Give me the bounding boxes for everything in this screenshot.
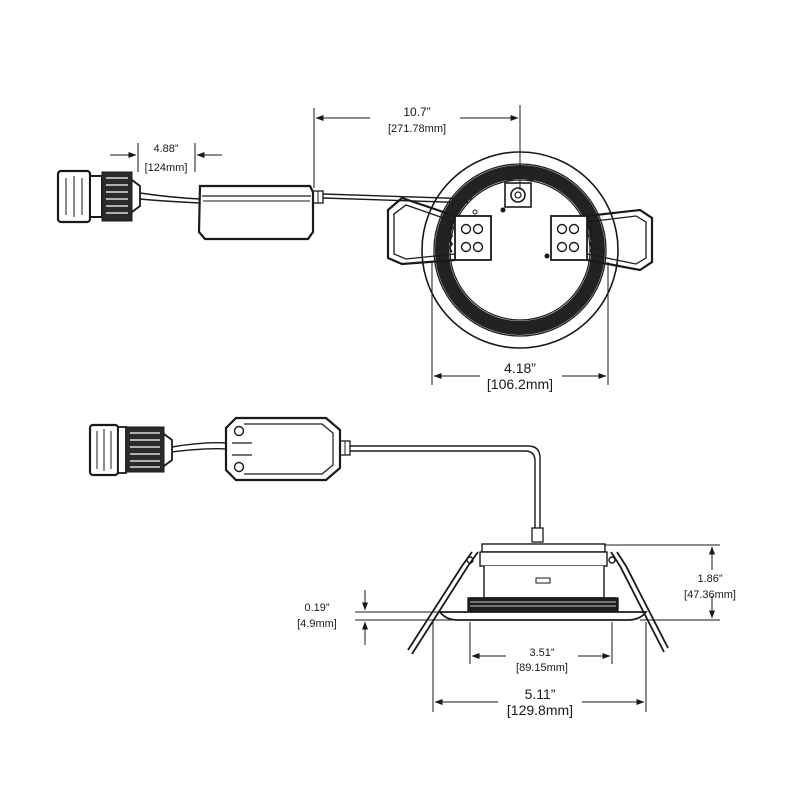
- dim-lens-width-imperial: 3.51”: [529, 647, 554, 659]
- dim-connector-length-line: [110, 143, 222, 172]
- dim-height-metric: [47.36mm]: [684, 589, 736, 601]
- side-view-connector-plug: [88, 423, 173, 477]
- dim-cable-length-line: [313, 105, 521, 190]
- dim-top-diameter-line: [431, 262, 609, 385]
- side-view-driver-box: [224, 416, 351, 482]
- side-view-spring-clips: [407, 551, 669, 655]
- top-view-right-spring-clip: [550, 208, 654, 272]
- dim-trim-diameter-line: [432, 622, 647, 712]
- top-view: [56, 105, 654, 385]
- dim-height-line: [604, 544, 720, 621]
- dim-lens-width-line: [469, 622, 613, 664]
- dim-connector-length-imperial: 4.88”: [153, 143, 178, 155]
- dim-trim-thickness-metric: [4.9mm]: [297, 618, 337, 630]
- top-view-wire-entry: [472, 182, 550, 259]
- dim-trim-thickness-line: [355, 590, 452, 645]
- dimension-labels: 10.7” [271.78mm] 4.88” [124mm] 4.18” [10…: [145, 105, 736, 718]
- side-view: [88, 416, 720, 712]
- side-view-fixture-body: [438, 543, 648, 621]
- dim-connector-length-metric: [124mm]: [145, 162, 188, 174]
- dim-cable-length-metric: [271.78mm]: [388, 123, 446, 135]
- dim-trim-diameter-imperial: 5.11”: [525, 686, 556, 702]
- dim-top-diameter-imperial: 4.18”: [504, 360, 536, 376]
- dim-height-imperial: 1.86”: [697, 573, 722, 585]
- top-view-connector-plug: [56, 169, 141, 224]
- top-view-left-spring-clip: [386, 196, 492, 266]
- dim-trim-thickness-imperial: 0.19”: [304, 602, 329, 614]
- top-view-driver-box: [197, 184, 324, 241]
- dim-lens-width-metric: [89.15mm]: [516, 662, 568, 674]
- dim-cable-length-imperial: 10.7”: [403, 105, 430, 119]
- dim-top-diameter-metric: [106.2mm]: [487, 376, 553, 392]
- dim-trim-diameter-metric: [129.8mm]: [507, 702, 573, 718]
